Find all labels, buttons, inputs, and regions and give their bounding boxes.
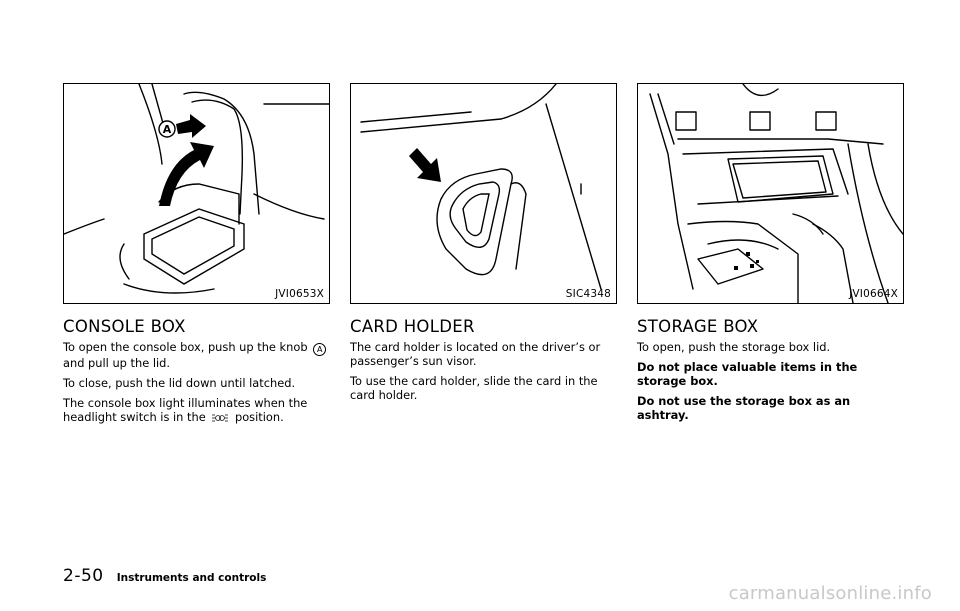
storage-box-section: JVI0664X STORAGE BOX To open, push the s… xyxy=(637,83,904,428)
section-title: STORAGE BOX xyxy=(637,317,759,336)
paragraph-text: position. xyxy=(234,410,284,424)
figure-code: JVI0664X xyxy=(849,288,898,300)
paragraph: The console box light illuminates when t… xyxy=(63,396,330,424)
page-footer: 2-50 Instruments and controls xyxy=(63,566,266,586)
paragraph-text: The console box light illuminates when t… xyxy=(63,396,308,424)
paragraph-text: To open the console box, push up the kno… xyxy=(63,340,308,354)
watermark: carmanualsonline.info xyxy=(728,583,932,604)
storage-box-figure: JVI0664X xyxy=(637,83,904,304)
section-title: CARD HOLDER xyxy=(350,317,475,336)
callout-a-label: A xyxy=(163,123,172,136)
section-title: CONSOLE BOX xyxy=(63,317,186,336)
card-holder-illustration xyxy=(360,84,602,290)
paragraph: The card holder is located on the driver… xyxy=(350,340,601,368)
knob-callout-label: A xyxy=(313,343,327,356)
console-box-illustration: A xyxy=(64,84,329,294)
paragraph: To close, push the lid down until latche… xyxy=(63,376,296,390)
storage-box-illustration xyxy=(649,84,903,303)
figure-code: JVI0653X xyxy=(275,288,324,300)
paragraph-text: and pull up the lid. xyxy=(63,356,171,370)
paragraph: To open, push the storage box lid. xyxy=(637,340,831,354)
page-number: 2-50 xyxy=(63,566,104,586)
headlight-icon xyxy=(212,414,229,421)
footer-section-name: Instruments and controls xyxy=(116,572,267,584)
paragraph: To use the card holder, slide the card i… xyxy=(350,374,598,402)
warning-paragraph: Do not place valuable items in the stora… xyxy=(637,360,858,388)
figure-code: SIC4348 xyxy=(565,288,611,300)
console-box-figure: A JVI0653X xyxy=(63,83,330,304)
console-box-section: A JVI0653X CONSOLE BOX To open the conso… xyxy=(63,83,330,430)
paragraph: To open the console box, push up the kno… xyxy=(63,340,330,370)
warning-paragraph: Do not use the storage box as an ashtray… xyxy=(637,394,851,422)
card-holder-section: SIC4348 CARD HOLDER The card holder is l… xyxy=(350,83,617,408)
card-holder-figure: SIC4348 xyxy=(350,83,617,304)
